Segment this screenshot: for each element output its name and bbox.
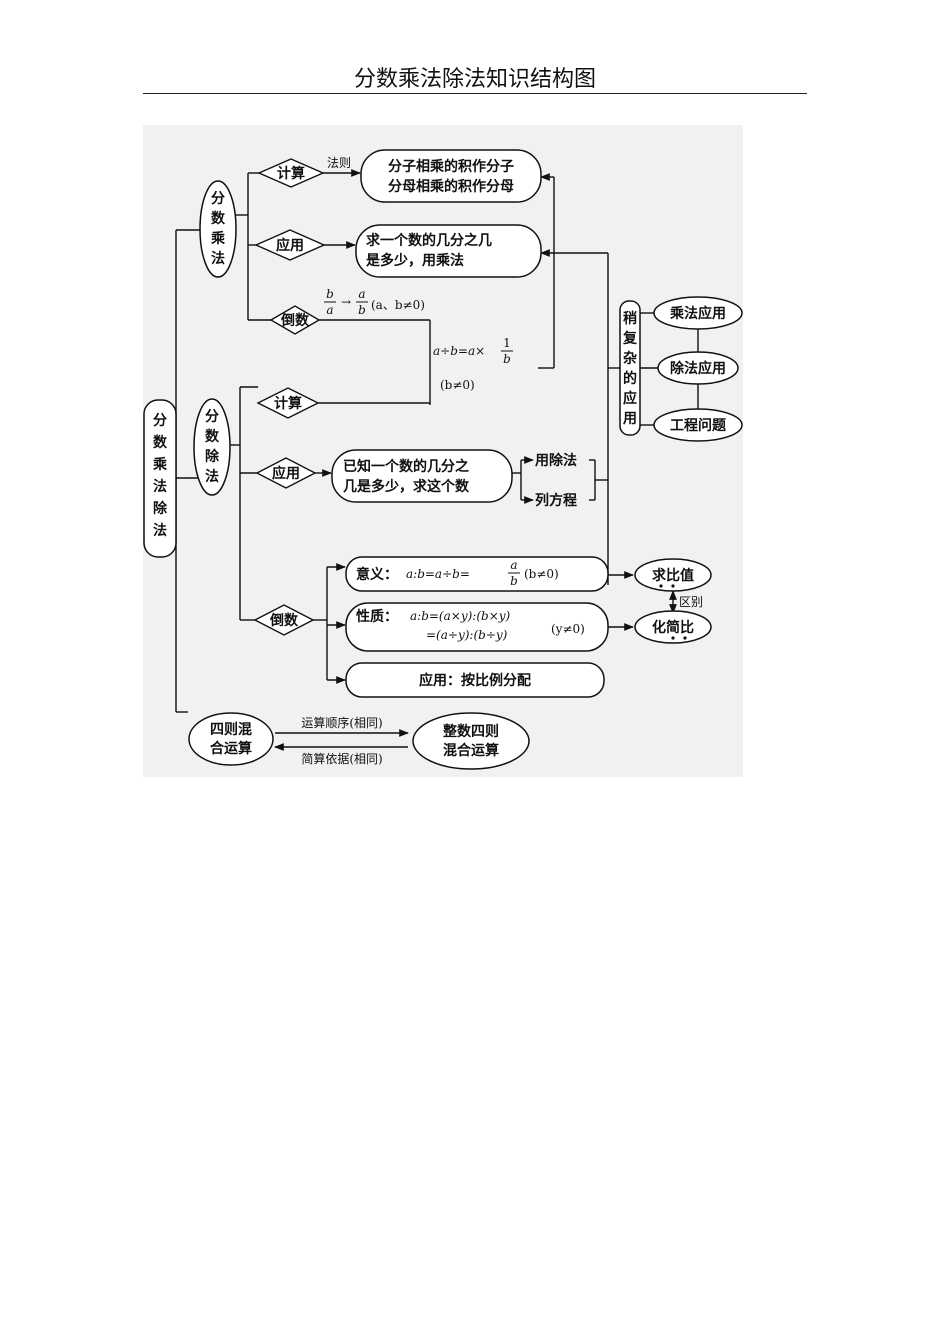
recip-frac2-num: a — [358, 287, 365, 301]
ratio-meaning-cond: (b≠0) — [524, 567, 559, 581]
div-char: 法 — [205, 468, 219, 485]
mult-rule-box: 分子相乘的积作分子 分母相乘的积作分母 — [360, 149, 542, 203]
complex-item-work: 工程问题 — [653, 408, 743, 442]
div-char: 除 — [205, 448, 220, 465]
mixed-top-label: 运算顺序(相同) — [301, 715, 382, 730]
title-underline — [143, 93, 807, 94]
mult-char: 乘 — [210, 230, 226, 247]
complex-char: 的 — [623, 370, 637, 387]
mult-rule-line: 分子相乘的积作分子 — [388, 158, 514, 175]
div-app-diamond: 应用 — [255, 457, 317, 489]
mixed-bottom-label: 简算依据(相同) — [301, 751, 382, 766]
ratio-meaning-expr: a:b=a÷b= — [406, 567, 470, 581]
mult-rule-line: 分母相乘的积作分母 — [388, 178, 514, 195]
ratio-property-cond: (y≠0) — [551, 622, 585, 636]
simplify-label: 化简比 — [652, 619, 694, 636]
div-char: 数 — [205, 428, 220, 445]
ratio-property-line2: =(a÷y):(b÷y) — [426, 628, 508, 642]
ratio-meaning-box: 意义： a:b=a÷b= a b (b≠0) — [345, 556, 609, 592]
recip-frac2-den: b — [358, 303, 366, 317]
mult-app-label: 应用 — [276, 237, 304, 254]
ratio-property-prefix: 性质： — [356, 608, 398, 625]
reciprocal-diamond: 倒数 — [269, 305, 321, 335]
mixed-operations-node: 四则混 合运算 — [188, 712, 274, 766]
div-formula-num: 1 — [503, 336, 511, 350]
root-char: 法 — [153, 478, 167, 495]
ratio-property-line1: a:b=(a×y):(b×y) — [410, 609, 511, 623]
mixed-left-line: 合运算 — [210, 740, 252, 757]
div-app-label: 应用 — [272, 465, 300, 482]
root-char: 乘 — [152, 456, 168, 473]
ratio-meaning-prefix: 意义： — [356, 566, 398, 583]
ratio-application-text: 应用：按比例分配 — [419, 672, 531, 689]
div-app-line: 几是多少，求这个数 — [343, 478, 470, 495]
knowledge-structure-diagram: 分 数 乘 法 除 法 分 数 乘 法 计算 法则 分子相乘的积作分子 分母相乘… — [143, 125, 743, 777]
method-equation: 列方程 — [535, 492, 577, 509]
mult-char: 法 — [211, 250, 225, 267]
complex-char: 复 — [622, 330, 638, 347]
root-char: 法 — [153, 522, 167, 539]
div-app-box: 已知一个数的几分之 几是多少，求这个数 — [331, 449, 513, 503]
complex-char: 用 — [623, 411, 637, 427]
root-char: 分 — [153, 413, 167, 429]
mult-app-diamond: 应用 — [254, 229, 326, 261]
mult-calc-label: 计算 — [277, 165, 305, 182]
ratio-meaning-num: a — [510, 558, 517, 572]
recip-condition: (a、b≠0) — [371, 298, 425, 312]
connector-lines — [165, 169, 699, 751]
div-formula-den: b — [503, 352, 511, 366]
div-calc-diamond: 计算 — [256, 387, 320, 419]
mixed-right-line: 混合运算 — [443, 742, 499, 759]
ratio-simplify-node: 化简比 — [634, 610, 712, 644]
div-char: 分 — [205, 409, 219, 425]
mult-app-box: 求一个数的几分之几 是多少，用乘法 — [355, 224, 542, 278]
mult-app-line: 求一个数的几分之几 — [366, 232, 492, 249]
ratio-meaning-den: b — [510, 574, 518, 588]
node-fraction-division: 分 数 除 法 — [193, 398, 231, 496]
ratio-diamond: 倒数 — [253, 604, 315, 636]
root-node-fraction-mult-div: 分 数 乘 法 除 法 — [143, 399, 177, 558]
ratio-application-box: 应用：按比例分配 — [345, 662, 605, 698]
complex-char: 稍 — [623, 310, 637, 327]
reciprocal-formula: b a → a b (a、b≠0) — [324, 287, 425, 317]
node-fraction-multiplication: 分 数 乘 法 — [199, 180, 237, 278]
complex-char: 应 — [623, 390, 637, 407]
div-formula-cond: (b≠0) — [440, 378, 475, 392]
div-formula-left: a÷b=a× — [433, 344, 485, 358]
recip-arrow: → — [341, 295, 351, 309]
mult-char: 数 — [211, 210, 226, 227]
div-calc-label: 计算 — [274, 395, 302, 412]
div-app-line: 已知一个数的几分之 — [343, 458, 469, 475]
ratio-find-value-node: 求比值 — [634, 558, 712, 592]
rule-edge-label: 法则 — [327, 156, 351, 170]
find-value-label: 求比值 — [652, 567, 694, 584]
division-rule-formula: a÷b=a× 1 b (b≠0) — [433, 336, 513, 392]
root-char: 除 — [153, 500, 168, 517]
page-title: 分数乘法除法知识结构图 — [353, 67, 596, 92]
recip-frac-den: a — [326, 303, 333, 317]
complex-char: 杂 — [623, 351, 637, 367]
mult-char: 分 — [211, 191, 225, 207]
complex-item-label: 乘法应用 — [669, 305, 726, 322]
complex-item-label: 除法应用 — [670, 360, 726, 377]
ratio-property-box: 性质： a:b=(a×y):(b×y) =(a÷y):(b÷y) (y≠0) — [345, 602, 609, 652]
mixed-left-line: 四则混 — [210, 721, 252, 738]
mult-calc-diamond: 计算 — [257, 158, 325, 188]
ratio-label: 倒数 — [269, 612, 299, 629]
recip-frac-num: b — [326, 287, 334, 301]
mixed-right-line: 整数四则 — [442, 723, 499, 740]
method-division: 用除法 — [535, 452, 577, 469]
mult-app-line: 是多少，用乘法 — [366, 252, 464, 269]
complex-item-mult: 乘法应用 — [653, 296, 743, 330]
complex-item-div: 除法应用 — [657, 351, 739, 385]
reciprocal-label: 倒数 — [280, 312, 310, 329]
integer-mixed-operations-node: 整数四则 混合运算 — [412, 712, 530, 770]
complex-item-label: 工程问题 — [670, 417, 727, 434]
root-char: 数 — [153, 434, 168, 451]
difference-label: 区别 — [679, 595, 703, 609]
node-complex-application: 稍 复 杂 的 应 用 — [619, 300, 641, 436]
